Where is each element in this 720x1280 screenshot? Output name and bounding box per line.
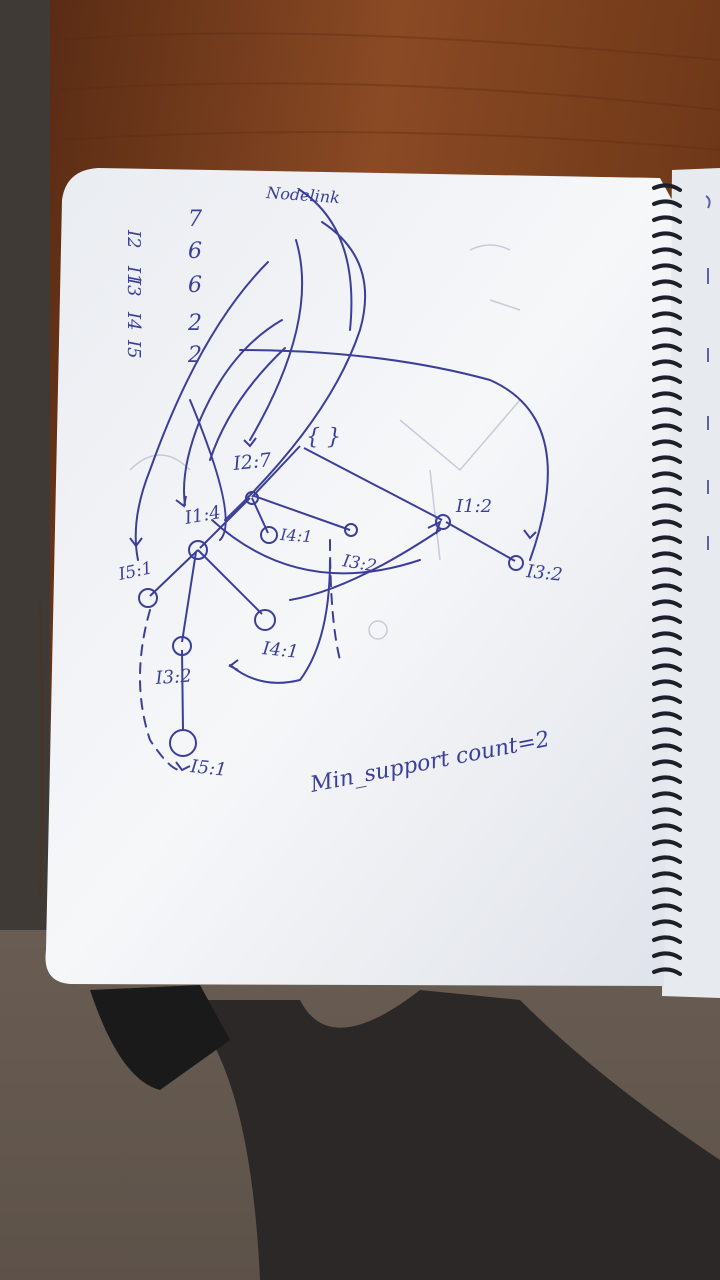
node-i1-2 bbox=[435, 514, 451, 530]
spiral-coil bbox=[652, 455, 682, 464]
spiral-coil bbox=[652, 519, 682, 528]
label-i3-2-low: I3:2 bbox=[154, 666, 192, 690]
label-i2-7: I2:7 bbox=[231, 449, 273, 475]
spiral-coil bbox=[652, 583, 682, 592]
spiral-coil bbox=[652, 311, 682, 320]
label-i4-1-low: I4:1 bbox=[260, 638, 299, 663]
spiral-coil bbox=[652, 887, 682, 896]
spiral-coil bbox=[652, 407, 682, 416]
spiral-coil bbox=[652, 775, 682, 784]
spiral-coil bbox=[652, 343, 682, 352]
spiral-coil bbox=[652, 615, 682, 624]
item-count: 7 bbox=[188, 207, 202, 232]
spiral-coil bbox=[652, 279, 682, 288]
node-links bbox=[134, 189, 549, 771]
spiral-coil bbox=[652, 743, 682, 752]
spiral-coil bbox=[652, 967, 682, 976]
spiral-coil bbox=[652, 839, 682, 848]
spiral-coil bbox=[652, 487, 682, 496]
item-label: I2 bbox=[123, 229, 144, 249]
spiral-coil bbox=[652, 215, 682, 224]
bleed-through bbox=[129, 244, 521, 640]
item-header-table: I2 7 I1 6 I3 6 I4 2 I5 2 bbox=[123, 207, 202, 368]
spiral-coil bbox=[652, 423, 682, 432]
node-i4-top bbox=[260, 526, 278, 544]
spiral-coil bbox=[652, 471, 682, 480]
spiral-coil bbox=[652, 263, 682, 272]
spiral-coil bbox=[652, 567, 682, 576]
spiral-coil bbox=[652, 551, 682, 560]
spiral-coil bbox=[652, 535, 682, 544]
spiral-coil bbox=[652, 791, 682, 800]
spiral-coil bbox=[652, 903, 682, 912]
spiral-coil bbox=[652, 503, 682, 512]
label-i3-2-right: I3:2 bbox=[524, 561, 563, 586]
spiral-coil bbox=[652, 695, 682, 704]
spiral-coil bbox=[652, 663, 682, 672]
item-count: 2 bbox=[187, 343, 202, 368]
spiral-coil bbox=[652, 647, 682, 656]
spiral-coil bbox=[652, 183, 682, 192]
node-i5-bottom bbox=[169, 729, 197, 757]
node-i4-low bbox=[254, 609, 276, 631]
item-label: I1 bbox=[123, 265, 144, 285]
spiral-coil bbox=[652, 391, 682, 400]
spiral-coil bbox=[652, 855, 682, 864]
next-page-marks bbox=[705, 195, 711, 550]
label-i4-1-top: I4:1 bbox=[279, 525, 313, 546]
spiral-coil bbox=[652, 327, 682, 336]
person-legs bbox=[180, 990, 720, 1280]
node-i3-right bbox=[508, 555, 524, 571]
node-i3-mid bbox=[344, 523, 358, 537]
spiral-coil bbox=[652, 231, 682, 240]
root-label: { } bbox=[306, 425, 341, 450]
spiral-coil bbox=[652, 599, 682, 608]
spiral-coil bbox=[652, 247, 682, 256]
spiral-coil bbox=[652, 631, 682, 640]
spiral-coil bbox=[652, 727, 682, 736]
spiral-coil bbox=[652, 807, 682, 816]
spiral-coil bbox=[652, 375, 682, 384]
spiral-coil bbox=[652, 919, 682, 928]
spiral-coil bbox=[652, 199, 682, 208]
label-i1-2: I1:2 bbox=[455, 496, 492, 517]
item-count: 6 bbox=[188, 273, 202, 298]
spiral-coil bbox=[652, 711, 682, 720]
item-count: 2 bbox=[187, 311, 202, 336]
item-label: I5 bbox=[123, 339, 144, 359]
item-label: I3 bbox=[123, 277, 144, 297]
node-i5-left bbox=[138, 588, 158, 608]
next-page-edge bbox=[662, 168, 720, 998]
spiral-coil bbox=[652, 951, 682, 960]
item-count: 6 bbox=[188, 239, 202, 264]
tree-nodes bbox=[138, 491, 524, 757]
arrow-heads bbox=[129, 437, 537, 772]
spiral-coil bbox=[652, 871, 682, 880]
sandal bbox=[90, 985, 230, 1090]
tree-edges bbox=[149, 445, 516, 731]
spiral-coil bbox=[652, 295, 682, 304]
node-i1-4 bbox=[188, 540, 208, 560]
spiral-coil bbox=[652, 935, 682, 944]
item-label: I4 bbox=[123, 311, 144, 331]
label-i5-1-bottom: I5:1 bbox=[188, 756, 227, 781]
spiral-coil bbox=[652, 679, 682, 688]
spiral-coil bbox=[652, 823, 682, 832]
node-i2 bbox=[245, 491, 259, 505]
spiral-coil bbox=[652, 359, 682, 368]
node-i3-low bbox=[172, 636, 192, 656]
spiral-binding bbox=[652, 183, 682, 976]
wood-grain bbox=[39, 32, 720, 901]
spiral-coil bbox=[652, 759, 682, 768]
spiral-coil bbox=[652, 439, 682, 448]
